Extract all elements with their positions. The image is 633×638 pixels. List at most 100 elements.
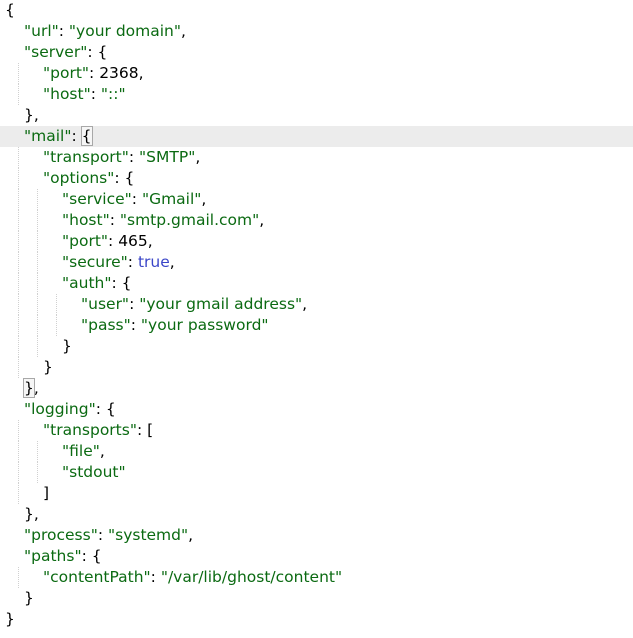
code-line[interactable]: "process": "systemd", — [0, 525, 633, 546]
indent-guide — [37, 294, 38, 315]
code-line[interactable]: "transport": "SMTP", — [0, 147, 633, 168]
json-key-token: "options" — [43, 169, 115, 187]
punctuation-token: : — [109, 211, 120, 229]
code-line[interactable]: { — [0, 0, 633, 21]
punctuation-token: : — [90, 85, 101, 103]
code-line[interactable]: "options": { — [0, 168, 633, 189]
code-line[interactable]: "port": 465, — [0, 231, 633, 252]
code-line[interactable]: "url": "your domain", — [0, 21, 633, 42]
code-line[interactable]: "paths": { — [0, 546, 633, 567]
indent-guide — [18, 231, 19, 252]
indent-guide — [18, 315, 19, 336]
json-key-token: "host" — [43, 85, 91, 103]
code-line-content: "logging": { — [24, 399, 116, 420]
code-line[interactable]: "user": "your gmail address", — [0, 294, 633, 315]
code-line[interactable]: "contentPath": "/var/lib/ghost/content" — [0, 567, 633, 588]
punctuation-token: , — [195, 148, 201, 166]
punctuation-token: : — [58, 22, 69, 40]
string-token: "your password" — [140, 316, 269, 334]
code-line-content: }, — [24, 504, 39, 525]
punctuation-token: : { — [87, 43, 108, 61]
indent-guide — [37, 189, 38, 210]
indent-guide — [56, 294, 57, 315]
code-line-content: "stdout" — [62, 462, 126, 483]
punctuation-token: : { — [81, 547, 102, 565]
code-line-content: ] — [43, 483, 49, 504]
code-line[interactable]: } — [0, 588, 633, 609]
punctuation-token: , — [147, 232, 153, 250]
code-line-content: "paths": { — [24, 546, 102, 567]
code-line-content: "transport": "SMTP", — [43, 147, 200, 168]
code-line[interactable]: "mail": { — [0, 126, 633, 147]
code-line[interactable]: "stdout" — [0, 462, 633, 483]
code-line[interactable]: }, — [0, 105, 633, 126]
punctuation-token: , — [138, 64, 144, 82]
code-line[interactable]: "server": { — [0, 42, 633, 63]
code-line[interactable]: } — [0, 609, 633, 630]
code-line[interactable]: }, — [0, 504, 633, 525]
code-line[interactable]: } — [0, 336, 633, 357]
punctuation-token: : — [71, 127, 82, 145]
punctuation-token: : — [131, 190, 142, 208]
json-key-token: "url" — [24, 22, 59, 40]
matched-bracket: } — [23, 378, 35, 398]
code-line[interactable]: "auth": { — [0, 273, 633, 294]
indent-guide — [37, 210, 38, 231]
punctuation-token: } — [62, 337, 72, 355]
code-line-content: "service": "Gmail", — [62, 189, 206, 210]
number-token: 465 — [118, 232, 148, 250]
indent-guide — [37, 315, 38, 336]
punctuation-token: : — [128, 148, 140, 166]
code-line[interactable]: "host": "::" — [0, 84, 633, 105]
punctuation-token: } — [5, 610, 15, 628]
json-key-token: "contentPath" — [43, 568, 151, 586]
indent-guide — [18, 420, 19, 441]
indent-guide — [18, 336, 19, 357]
punctuation-token: , — [169, 253, 175, 271]
code-line-content: "port": 465, — [62, 231, 153, 252]
indent-guide — [18, 147, 19, 168]
code-line[interactable]: "service": "Gmail", — [0, 189, 633, 210]
indent-guide — [56, 315, 57, 336]
code-line[interactable]: }, — [0, 378, 633, 399]
punctuation-token: : — [97, 526, 108, 544]
punctuation-token: : — [127, 253, 138, 271]
json-key-token: "secure" — [62, 253, 128, 271]
code-line-content: "auth": { — [62, 273, 132, 294]
indent-guide — [18, 357, 19, 378]
code-line[interactable]: } — [0, 357, 633, 378]
code-line[interactable]: ] — [0, 483, 633, 504]
string-token: "Gmail" — [141, 190, 202, 208]
code-line[interactable]: "port": 2368, — [0, 63, 633, 84]
code-line[interactable]: "file", — [0, 441, 633, 462]
indent-guide — [37, 336, 38, 357]
indent-guide — [18, 210, 19, 231]
json-key-token: "transport" — [43, 148, 129, 166]
code-line-content: }, — [24, 105, 39, 126]
punctuation-token: , — [99, 442, 105, 460]
code-line-content: "server": { — [24, 42, 107, 63]
boolean-token: true — [137, 253, 170, 271]
indent-guide — [18, 483, 19, 504]
code-line-content: "options": { — [43, 168, 134, 189]
punctuation-token: : — [108, 232, 119, 250]
json-key-token: "paths" — [24, 547, 82, 565]
code-line[interactable]: "logging": { — [0, 399, 633, 420]
punctuation-token: }, — [24, 106, 39, 124]
code-line-content: "port": 2368, — [43, 63, 144, 84]
indent-guide — [37, 462, 38, 483]
punctuation-token: , — [201, 190, 207, 208]
code-line[interactable]: "host": "smtp.gmail.com", — [0, 210, 633, 231]
punctuation-token: , — [302, 295, 308, 313]
punctuation-token: ] — [43, 484, 50, 502]
code-line[interactable]: "pass": "your password" — [0, 315, 633, 336]
code-line[interactable]: "secure": true, — [0, 252, 633, 273]
code-line-content: } — [24, 588, 34, 609]
code-line[interactable]: "transports": [ — [0, 420, 633, 441]
punctuation-token: : — [89, 64, 100, 82]
json-key-token: "server" — [24, 43, 88, 61]
string-token: "your domain" — [68, 22, 182, 40]
json-key-token: "logging" — [24, 400, 96, 418]
string-token: "your gmail address" — [139, 295, 303, 313]
